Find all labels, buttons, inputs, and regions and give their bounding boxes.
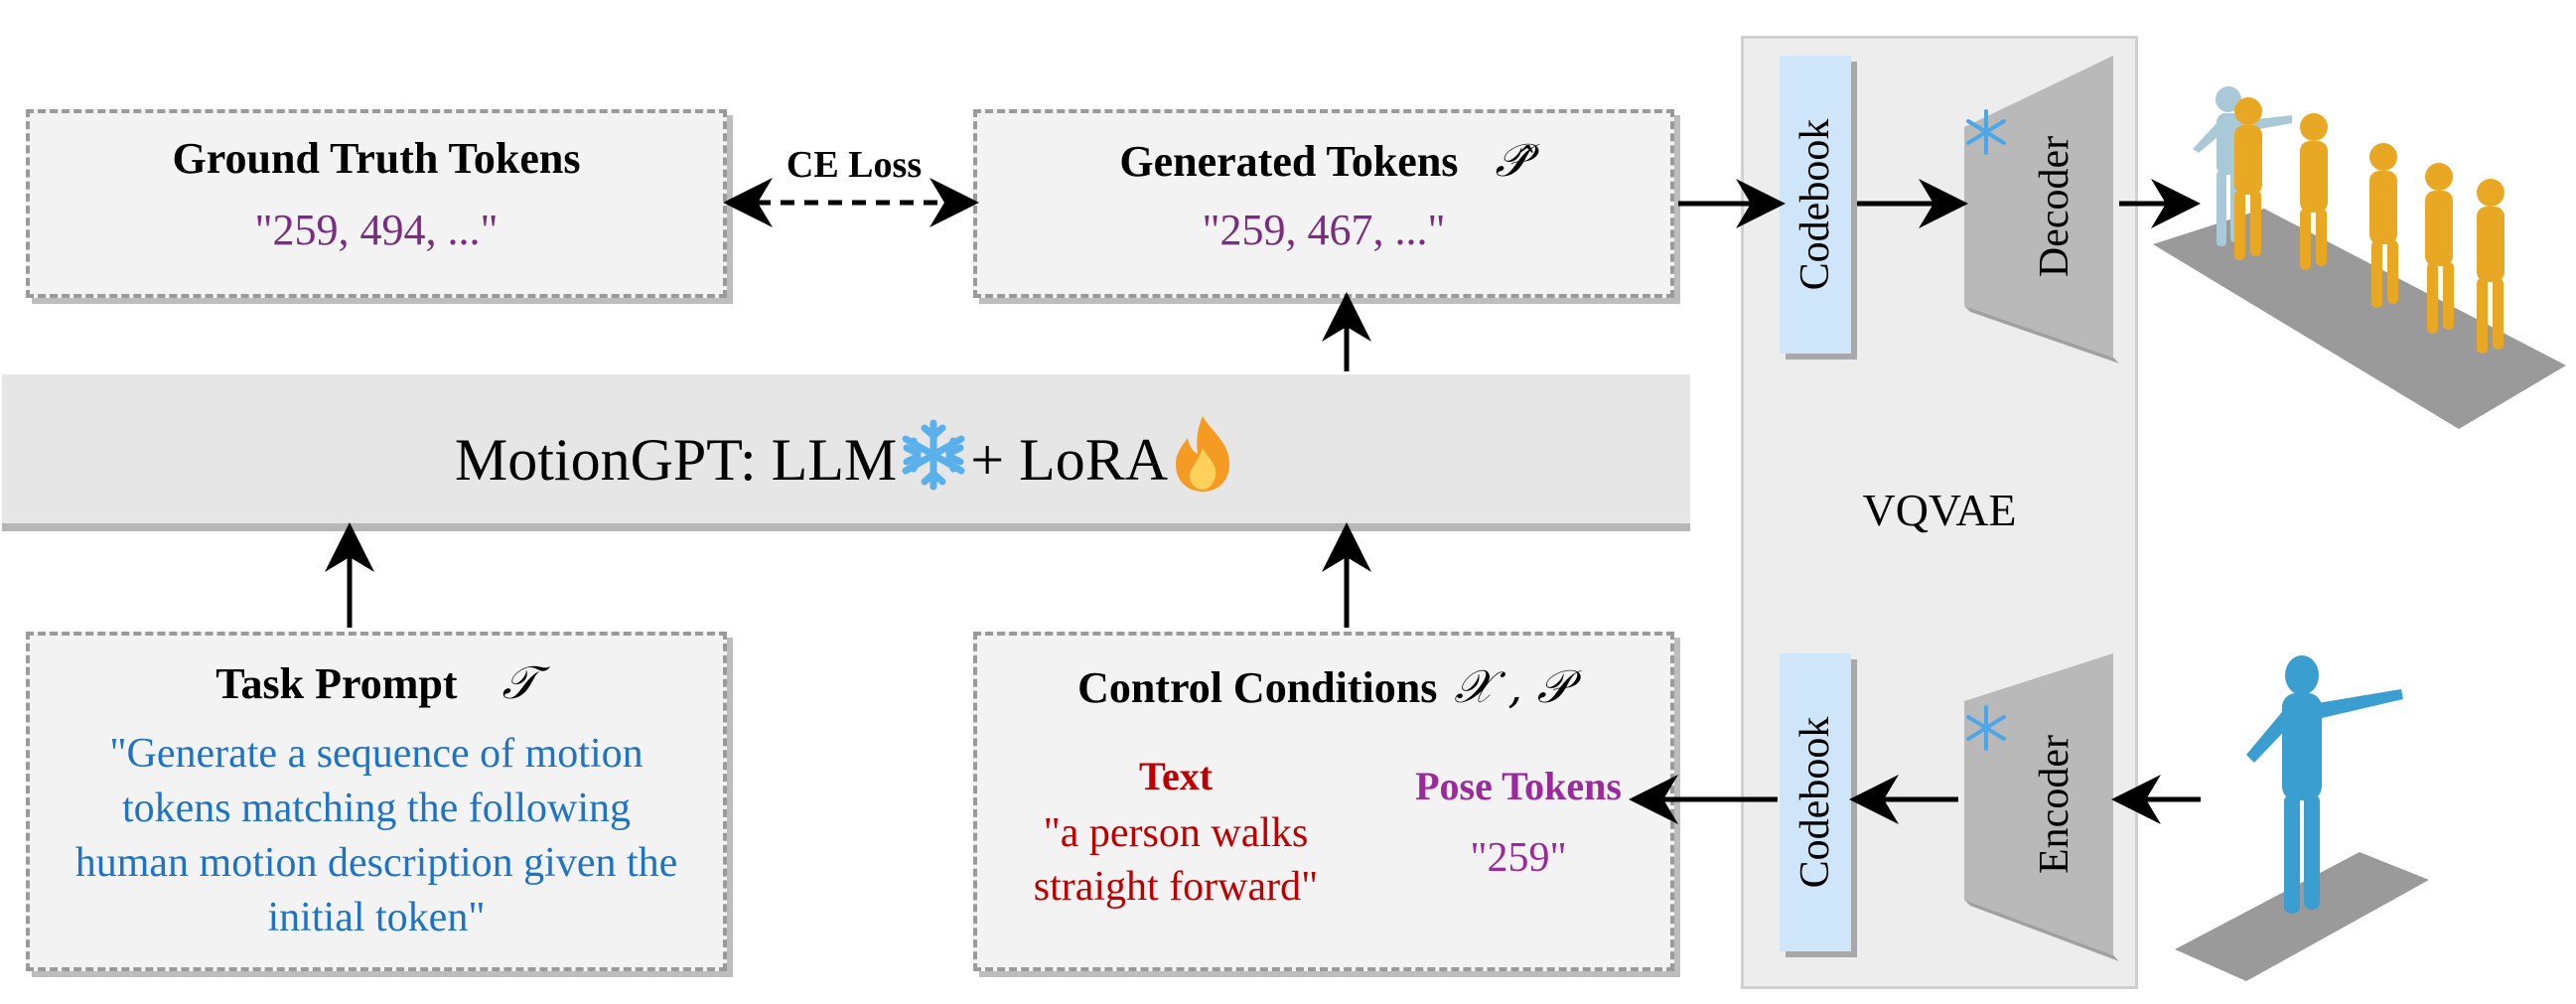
llm-label: MotionGPT: LLM + LoRA <box>2 414 1690 495</box>
snowflake-icon <box>897 418 970 492</box>
task-prompt-box: Task Prompt 𝒯 "Generate a sequence of mo… <box>26 632 727 971</box>
llm-prefix: MotionGPT: LLM <box>454 427 898 493</box>
codebook-bottom: Codebook <box>1780 653 1851 951</box>
decoder-module <box>1964 56 2119 363</box>
snowflake-icon <box>1966 109 2006 155</box>
ground-truth-tokens: "259, 494, ..." <box>254 206 499 254</box>
decoder-label: Decoder <box>2032 135 2078 278</box>
generated-tokens-heading: Generated Tokens 𝒫̂ <box>977 133 1670 189</box>
ground-truth-box: Ground Truth Tokens "259, 494, ..." <box>26 109 727 298</box>
text-condition-value: "a person walks straight forward" <box>1007 806 1345 914</box>
text-condition-line: straight forward" <box>1033 864 1319 910</box>
task-prompt-line: human motion description given the <box>74 840 678 886</box>
flame-icon <box>1168 414 1237 494</box>
task-prompt-line: initial token" <box>267 895 486 940</box>
task-prompt-heading: Task Prompt 𝒯 <box>30 655 723 711</box>
generated-tokens-box: Generated Tokens 𝒫̂ "259, 467, ..." <box>973 109 1674 298</box>
codebook-top: Codebook <box>1780 56 1851 354</box>
task-prompt-symbol: 𝒯 <box>501 655 537 709</box>
text-condition-line: "a person walks <box>1043 810 1309 856</box>
control-conditions-box: Control Conditions 𝒳 , 𝒫 Text "a person … <box>973 632 1674 971</box>
generated-motion-figure <box>2153 86 2566 429</box>
control-conditions-title: Control Conditions <box>1077 663 1438 712</box>
llm-bar: MotionGPT: LLM + LoRA <box>2 374 1690 523</box>
encoder-label-area: Encoder <box>1974 653 2113 955</box>
task-prompt-title: Task Prompt <box>215 659 458 708</box>
encoder-label: Encoder <box>2032 735 2078 874</box>
input-pose-figure <box>2175 655 2429 981</box>
vqvae-label: VQVAE <box>1862 485 2017 535</box>
task-prompt-line: tokens matching the following <box>121 786 632 831</box>
text-condition-label: Text <box>1138 754 1214 798</box>
decoder-label-area: Decoder <box>1974 56 2113 358</box>
snowflake-icon <box>1966 705 2006 751</box>
control-conditions-symbols: 𝒳 , 𝒫 <box>1454 659 1570 713</box>
llm-middle: + LoRA <box>970 427 1169 493</box>
generated-tokens-value: "259, 467, ..." <box>1202 206 1446 254</box>
ground-truth-title: Ground Truth Tokens <box>172 134 581 183</box>
task-prompt-line: "Generate a sequence of motion <box>109 731 644 777</box>
pose-tokens-value: "259" <box>1470 835 1567 881</box>
control-conditions-heading: Control Conditions 𝒳 , 𝒫 <box>977 659 1670 715</box>
generated-tokens-symbol: 𝒫̂ <box>1495 133 1528 187</box>
task-prompt-text: "Generate a sequence of motion tokens ma… <box>30 727 723 945</box>
pose-tokens-label: Pose Tokens <box>1415 764 1622 808</box>
generated-tokens-title: Generated Tokens <box>1119 137 1459 186</box>
encoder-module <box>1964 653 2119 961</box>
